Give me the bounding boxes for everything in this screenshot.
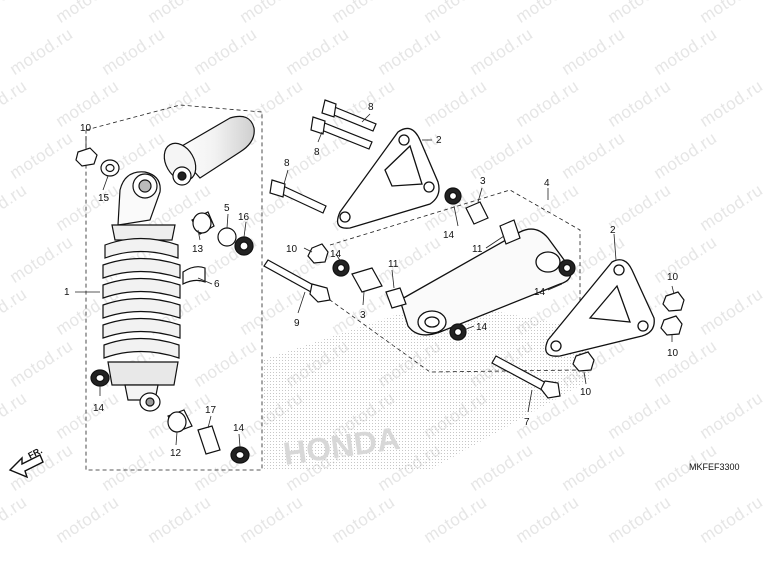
callout-3-upper: 3 (480, 176, 486, 187)
callout-10-right-top: 10 (667, 272, 679, 283)
callout-2-left: 2 (436, 135, 442, 146)
callout-8-left: 8 (284, 158, 290, 169)
callout-15: 15 (98, 193, 110, 204)
callout-8-middle: 8 (314, 147, 320, 158)
callout-14-bottom: 14 (233, 423, 245, 434)
link-plates (336, 127, 655, 357)
callout-9: 9 (294, 318, 300, 329)
callout-14-arm: 14 (476, 322, 488, 333)
callout-1: 1 (64, 287, 70, 298)
callout-11-lower: 11 (388, 259, 399, 270)
callout-5: 5 (224, 203, 230, 214)
callout-14-mid: 14 (330, 249, 342, 260)
callout-7: 7 (524, 417, 530, 428)
bolts (263, 99, 561, 399)
callout-4: 4 (544, 178, 550, 189)
callout-14-right: 14 (534, 287, 546, 298)
shock-small-parts (75, 147, 254, 464)
callout-11-upper: 11 (472, 244, 483, 255)
label-6 (182, 266, 206, 285)
shadow-area (262, 300, 590, 470)
callout-2-right: 2 (610, 225, 616, 236)
callout-13: 13 (192, 244, 204, 255)
callout-14-shock: 14 (93, 403, 105, 414)
callout-14-upper: 14 (443, 230, 455, 241)
callout-10-right-bottom: 10 (667, 348, 679, 359)
leader-lines (75, 113, 675, 448)
rear-shock-absorber (102, 115, 255, 412)
front-direction-arrow: FR. (8, 445, 44, 479)
callout-8-top: 8 (368, 102, 374, 113)
callout-10-mid: 10 (286, 244, 298, 255)
shock-group-frame (85, 104, 263, 471)
callout-6: 6 (214, 279, 220, 290)
callout-12: 12 (170, 448, 182, 459)
callout-10-bottom: 10 (580, 387, 592, 398)
callout-3-lower: 3 (360, 310, 366, 321)
link-small-parts (307, 187, 685, 372)
collar-17 (197, 425, 221, 455)
oring-5 (217, 227, 237, 247)
callout-16: 16 (238, 212, 250, 223)
callout-10: 10 (80, 123, 92, 134)
nut-10-top (75, 147, 98, 167)
callout-17: 17 (205, 405, 217, 416)
link-arm-4 (399, 228, 572, 336)
callout-labels: 10 15 1 13 5 16 6 14 12 17 14 8 8 8 2 10… (64, 102, 679, 459)
diagram-code: MKFEF3300 (689, 462, 740, 472)
